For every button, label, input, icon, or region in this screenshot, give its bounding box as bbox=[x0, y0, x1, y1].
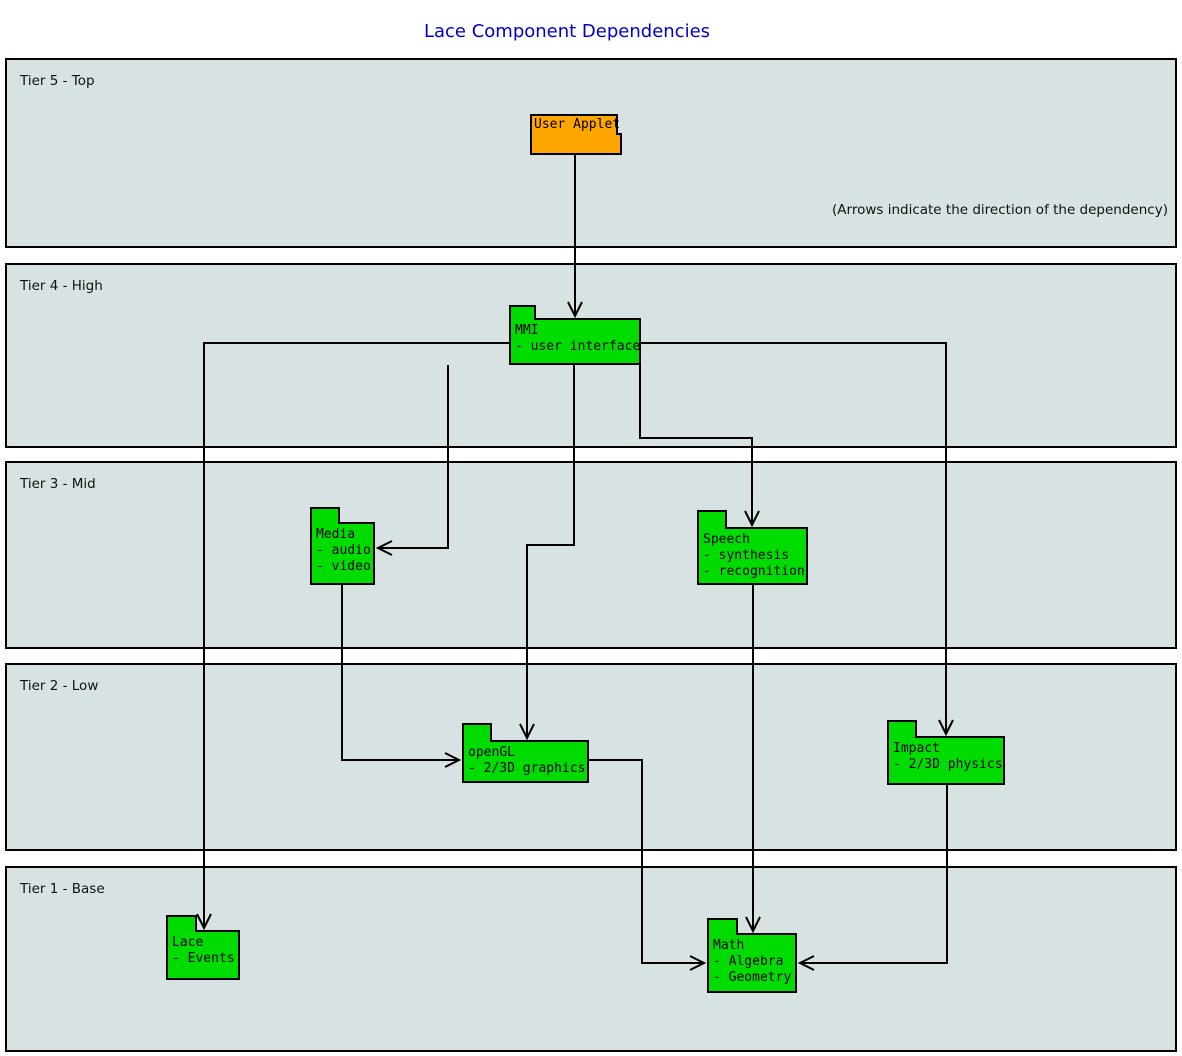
tier-label-4: Tier 4 - High bbox=[20, 278, 103, 294]
package-tab bbox=[462, 723, 492, 742]
component-detail: - synthesis bbox=[703, 548, 790, 563]
package-tab bbox=[697, 510, 727, 529]
tier-label-5: Tier 5 - Top bbox=[20, 73, 95, 89]
annotation-text: (Arrows indicate the direction of the de… bbox=[832, 202, 1168, 218]
tier-label-3: Tier 3 - Mid bbox=[20, 476, 96, 492]
component-title: Media bbox=[316, 527, 356, 542]
component-detail: - Algebra bbox=[713, 954, 784, 969]
component-title: Lace bbox=[172, 935, 204, 950]
component-user-applet: User Applet bbox=[530, 114, 622, 155]
package-tab bbox=[707, 918, 738, 935]
component-detail: - user interface bbox=[515, 339, 641, 354]
component-impact: Impact - 2/3D physics bbox=[887, 720, 1005, 785]
tier-label-1: Tier 1 - Base bbox=[20, 881, 105, 897]
tier-band-3: Tier 3 - Mid bbox=[5, 461, 1177, 649]
component-title: MMI bbox=[515, 323, 539, 338]
package-tab: User Applet bbox=[530, 114, 620, 135]
component-math: Math - Algebra - Geometry bbox=[707, 918, 797, 993]
component-lace: Lace - Events bbox=[166, 915, 240, 980]
component-opengl: openGL - 2/3D graphics bbox=[462, 723, 589, 783]
component-detail: - Geometry bbox=[713, 970, 792, 985]
component-title: Math bbox=[713, 938, 745, 953]
package-tab bbox=[509, 305, 536, 320]
component-detail: - video bbox=[316, 559, 371, 574]
component-detail: - 2/3D physics bbox=[893, 757, 1003, 772]
component-title: Speech bbox=[703, 532, 750, 547]
page-title: Lace Component Dependencies bbox=[423, 21, 711, 42]
component-speech: Speech - synthesis - recognition bbox=[697, 510, 808, 585]
component-title: openGL bbox=[468, 745, 515, 760]
package-tab bbox=[310, 507, 340, 524]
component-detail: - Events bbox=[172, 951, 235, 966]
component-detail: - 2/3D graphics bbox=[468, 761, 586, 776]
component-media: Media - audio - video bbox=[310, 507, 375, 585]
package-tab bbox=[887, 720, 917, 738]
component-mmi: MMI - user interface bbox=[509, 305, 641, 365]
component-detail: - audio bbox=[316, 543, 371, 558]
component-title: Impact bbox=[893, 741, 940, 756]
tier-label-2: Tier 2 - Low bbox=[20, 678, 99, 694]
package-tab bbox=[166, 915, 197, 932]
tier-band-4: Tier 4 - High bbox=[5, 263, 1177, 448]
component-detail: - recognition bbox=[703, 564, 805, 579]
